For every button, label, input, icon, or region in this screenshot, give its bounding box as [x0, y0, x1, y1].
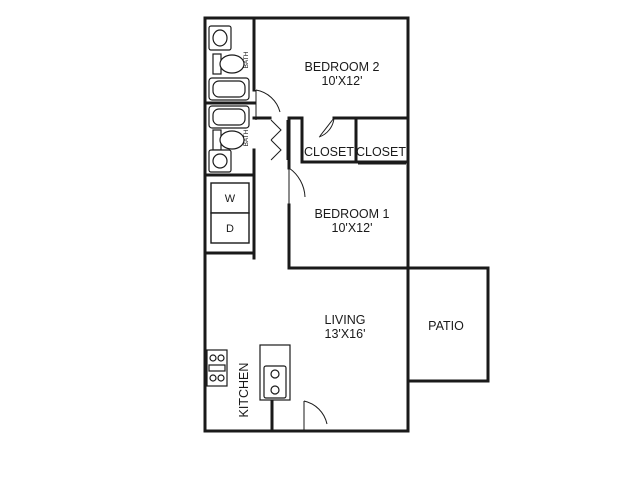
sink-icon — [263, 365, 287, 399]
door-swing-icon — [288, 167, 306, 205]
kitchen-fixtures — [206, 344, 291, 401]
room-labels: BEDROOM 2 10'X12' BEDROOM 1 10'X12' LIVI… — [237, 51, 464, 417]
door-swing-icon — [270, 119, 282, 161]
closet-left-name: CLOSET — [304, 145, 354, 159]
stove-icon — [217, 354, 225, 362]
dryer-label: D — [226, 223, 234, 235]
bedroom2-size: 10'X12' — [322, 74, 363, 88]
door-swing-icon — [255, 89, 281, 120]
sink-icon — [270, 369, 280, 379]
sink-icon — [212, 153, 228, 169]
bath-upper-name: BATH — [243, 51, 250, 68]
toilet-icon — [219, 54, 245, 74]
laundry: W D — [210, 182, 250, 244]
stove-icon — [208, 364, 226, 372]
outer-wall — [203, 16, 410, 433]
living-name: LIVING — [325, 313, 366, 327]
stove-icon — [209, 354, 217, 362]
bathtub-icon — [212, 108, 246, 126]
door-swing-icon — [303, 400, 328, 431]
bedroom1-name: BEDROOM 1 — [314, 207, 389, 221]
stove-icon — [217, 374, 225, 382]
dryer-box — [210, 212, 250, 244]
patio-outline — [406, 266, 490, 383]
toilet-icon — [219, 130, 245, 150]
sink-icon — [270, 385, 280, 395]
living-size: 13'X16' — [325, 327, 366, 341]
kitchen-name: KITCHEN — [237, 363, 251, 418]
bathtub-icon — [212, 80, 246, 98]
bath-lower-fixtures — [208, 105, 250, 173]
stove-icon — [209, 374, 217, 382]
patio-name: PATIO — [428, 319, 464, 333]
bath-lower-name: BATH — [243, 129, 250, 146]
bedroom1-size: 10'X12' — [332, 221, 373, 235]
bedroom2-name: BEDROOM 2 — [304, 60, 379, 74]
door-swing-icon — [318, 117, 335, 138]
washer-label: W — [225, 193, 236, 205]
closet-right-name: CLOSET — [356, 145, 406, 159]
door-swing-icon — [255, 89, 406, 431]
sink-icon — [212, 29, 228, 47]
bath-upper-fixtures — [208, 25, 250, 101]
